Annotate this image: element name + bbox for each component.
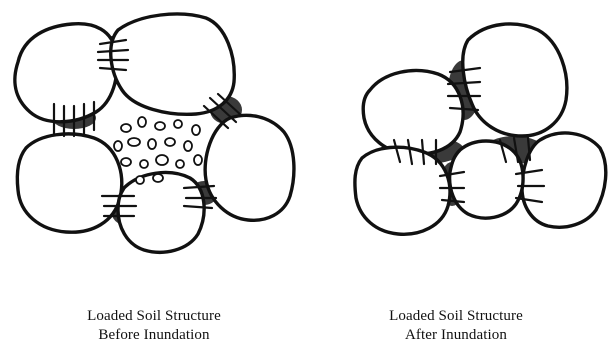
caption-after-inundation: Loaded Soil Structure After Inundation	[304, 307, 608, 345]
grain-bottom-left	[17, 134, 121, 232]
panel-before-inundation: Loaded Soil Structure Before Inundation	[0, 0, 304, 347]
caption-before-inundation: Loaded Soil Structure Before Inundation	[2, 307, 306, 345]
soil-structure-after-diagram	[304, 0, 608, 300]
soil-structure-before-diagram	[0, 0, 304, 300]
grain-top-left	[15, 24, 117, 122]
caption-line-1: Loaded Soil Structure	[304, 307, 608, 326]
grain-bottom-center	[118, 173, 204, 253]
pore-space	[114, 117, 202, 184]
caption-line-2: After Inundation	[304, 326, 608, 345]
soil-grains	[15, 14, 294, 252]
panel-after-inundation: Loaded Soil Structure After Inundation	[304, 0, 608, 347]
grain-right	[522, 133, 606, 227]
grain-top-right	[111, 14, 234, 114]
grain-center	[450, 141, 523, 218]
caption-line-1: Loaded Soil Structure	[2, 307, 306, 326]
caption-line-2: Before Inundation	[2, 326, 306, 345]
grain-right	[205, 115, 294, 220]
soil-grains	[355, 24, 606, 234]
grain-top-right	[463, 24, 567, 136]
